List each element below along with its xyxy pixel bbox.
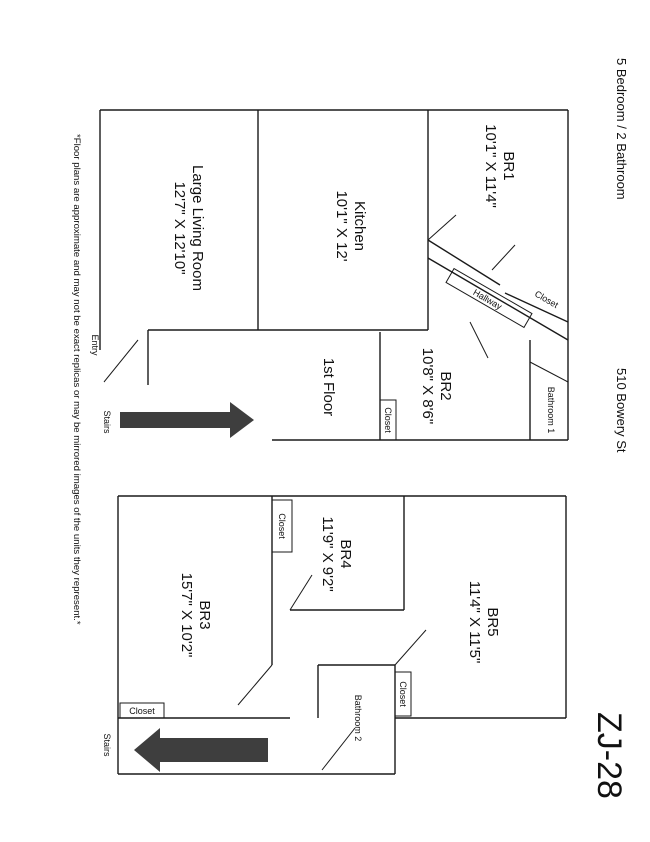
disclaimer-note: *Floor plans are approximate and may not… (71, 134, 82, 625)
sf-br4-door (289, 574, 313, 611)
entry-label: Entry (90, 334, 100, 356)
ff-closet-b-label: Closet (383, 407, 393, 433)
kitchen-name: Kitchen (351, 201, 368, 251)
br1-dims: 10'1" X 11'4" (482, 124, 499, 208)
br2-name: BR2 (437, 371, 454, 400)
ff-entry-door (103, 339, 139, 383)
first-floor-title: 1st Floor (320, 358, 337, 416)
sf-closet-b-label: Closet (398, 681, 408, 707)
ff-hall-door-a (491, 244, 516, 271)
living-room-dims: 12'7" X 12'10" (171, 181, 188, 274)
ff-stairs-label: Stairs (102, 410, 112, 434)
ff-stairs-arrow (120, 402, 254, 438)
kitchen-dims: 10'1" X 12' (333, 190, 350, 261)
ff-hallway-box (445, 267, 533, 329)
br3-dims: 15'7" X 10'2" (178, 573, 195, 658)
first-floor-walls (99, 109, 569, 441)
br2-dims: 10'8" X 8'6" (419, 348, 436, 424)
sf-closet-a-label: Closet (277, 513, 287, 539)
sf-closet-br4 (271, 499, 293, 553)
ff-bath1-door (529, 361, 569, 383)
br5-name: BR5 (484, 607, 501, 636)
ff-br1-door (427, 214, 457, 241)
ff-closet-br2 (379, 399, 397, 441)
sf-closet-c-label: Closet (129, 706, 155, 716)
sf-stairs-label: Stairs (102, 733, 112, 757)
br4-name: BR4 (337, 539, 354, 568)
br1-name: BR1 (500, 151, 517, 180)
address-text: 510 Bowery St (614, 368, 629, 453)
br3-name: BR3 (196, 600, 213, 629)
sf-bath2-door (321, 727, 356, 771)
unit-code-text: ZJ-28 (590, 712, 628, 799)
ff-hall-lower-wall (427, 257, 569, 341)
second-floor-walls (117, 495, 567, 775)
beds-baths-text: 5 Bedroom / 2 Bathroom (614, 58, 629, 200)
sf-br5-door (394, 629, 427, 666)
sf-closet-br3 (119, 702, 165, 719)
bathroom1-label: Bathroom 1 (546, 387, 556, 434)
ff-br2-door (469, 321, 489, 359)
sf-stairs-arrow (134, 728, 268, 772)
sf-br3-door (237, 664, 273, 706)
br5-dims: 11'4" X 11'5" (466, 581, 483, 664)
sf-closet-br5 (394, 671, 412, 717)
br4-dims: 11'9" X 9'2" (319, 516, 336, 591)
ff-br1-bottom-left (427, 239, 501, 286)
ff-br1-bottom-right (504, 292, 569, 323)
living-room-name: Large Living Room (189, 165, 206, 291)
bathroom2-label: Bathroom 2 (353, 695, 363, 742)
